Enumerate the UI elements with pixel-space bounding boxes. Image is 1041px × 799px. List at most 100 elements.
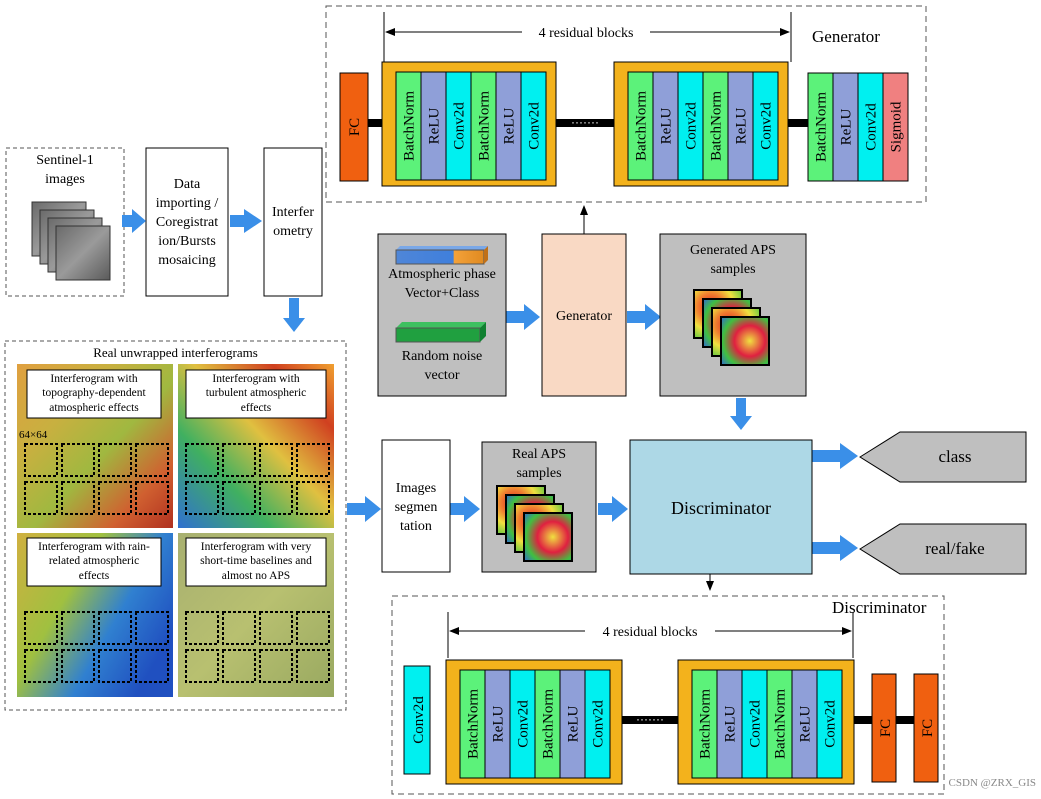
batchnorm-layer xyxy=(702,71,729,181)
patch-box xyxy=(98,481,132,515)
interferograms-panel xyxy=(4,340,347,711)
batchnorm-layer xyxy=(395,71,422,181)
patch-box xyxy=(24,649,58,683)
patch-box xyxy=(135,443,169,477)
conv2d-layer xyxy=(752,71,779,181)
relu-layer xyxy=(495,71,522,181)
residual-span-label: 4 residual blocks xyxy=(603,625,698,640)
conv2d-label: Conv2d xyxy=(823,700,839,748)
patch-box xyxy=(259,649,293,683)
relu-label: ReLU xyxy=(659,108,675,145)
relu-label: ReLU xyxy=(491,706,507,743)
discriminator-label: Discriminator xyxy=(671,498,771,518)
patch-box xyxy=(24,611,58,645)
svg-text:·······: ······· xyxy=(571,115,599,129)
generated-aps-label: Generated APS samples xyxy=(690,243,776,277)
batchnorm-label: BatchNorm xyxy=(466,689,482,759)
patch-box xyxy=(24,443,58,477)
realfake-output xyxy=(859,523,1027,575)
relu-label: ReLU xyxy=(839,109,855,146)
batchnorm-layer xyxy=(459,669,486,779)
random-noise-label: Random noise vector xyxy=(401,349,483,383)
realfake-label: real/fake xyxy=(925,539,985,558)
batchnorm-layer xyxy=(691,669,718,779)
relu-layer xyxy=(832,72,859,182)
generator-panel-border xyxy=(325,5,927,203)
conv2d-label: Conv2d xyxy=(516,700,532,748)
conv2d-label: Conv2d xyxy=(748,700,764,748)
patch-box xyxy=(222,481,256,515)
batchnorm-label: BatchNorm xyxy=(402,91,418,161)
fc-label: FC xyxy=(920,719,936,737)
patch-box xyxy=(185,611,219,645)
interferogram-caption-boxes xyxy=(26,369,327,587)
class-output xyxy=(859,431,1027,483)
connector xyxy=(556,119,614,127)
connector xyxy=(368,119,382,127)
patch-box xyxy=(61,443,95,477)
atmospheric-vector-label: Atmospheric phase Vector+Class xyxy=(388,267,496,301)
images-segmentation-label: Images segmen tation xyxy=(394,481,438,534)
conv2d-layer xyxy=(857,72,884,182)
patch-box xyxy=(259,481,293,515)
discriminator-panel-title: Discriminator xyxy=(832,598,927,617)
patch-box xyxy=(61,649,95,683)
patch-box xyxy=(98,611,132,645)
svg-text:·······: ······· xyxy=(636,712,664,726)
random-noise-bar xyxy=(395,322,486,343)
patch-box xyxy=(98,649,132,683)
conv2d-layer xyxy=(816,669,843,779)
fc-layer xyxy=(871,673,897,783)
watermark: CSDN @ZRX_GIS xyxy=(948,777,1036,789)
patch-box xyxy=(259,443,293,477)
discriminator-box xyxy=(629,439,813,575)
aps-sample-tile xyxy=(720,316,770,366)
patch-size-label: 64×64 xyxy=(19,429,48,441)
class-label: class xyxy=(938,447,972,466)
batchnorm-label: BatchNorm xyxy=(709,91,725,161)
relu-layer xyxy=(484,669,511,779)
atmospheric-vector-bar xyxy=(395,246,488,265)
conv2d-label: Conv2d xyxy=(684,102,700,150)
batchnorm-layer xyxy=(470,71,497,181)
interferogram-caption: Interferogram with topography-dependent … xyxy=(42,373,146,414)
discriminator-panel: Discriminator 4 residual blocks Conv2d B… xyxy=(391,595,945,795)
patch-box xyxy=(135,611,169,645)
fc-label: FC xyxy=(878,719,894,737)
batchnorm-layer xyxy=(807,72,834,182)
conv2d-label: Conv2d xyxy=(527,102,543,150)
real-aps-label: Real APS samples xyxy=(511,447,567,481)
relu-label: ReLU xyxy=(502,108,518,145)
relu-label: ReLU xyxy=(427,108,443,145)
discriminator-panel-border xyxy=(391,595,945,795)
batchnorm-label: BatchNorm xyxy=(773,689,789,759)
patch-box xyxy=(61,611,95,645)
relu-label: ReLU xyxy=(798,706,814,743)
relu-label: ReLU xyxy=(566,706,582,743)
patch-box xyxy=(222,649,256,683)
batchnorm-label: BatchNorm xyxy=(634,91,650,161)
conv2d-label: Conv2d xyxy=(759,102,775,150)
patch-box xyxy=(259,611,293,645)
sentinel-label: Sentinel-1 images xyxy=(36,153,94,187)
patch-box xyxy=(185,649,219,683)
data-importing-box xyxy=(145,147,229,297)
connector xyxy=(788,119,808,127)
generator-panel: Generator 4 residual blocks FC BatchNorm… xyxy=(325,5,927,203)
batchnorm-label: BatchNorm xyxy=(814,92,830,162)
conv2d-head-label: Conv2d xyxy=(411,696,427,744)
conv2d-label: Conv2d xyxy=(452,102,468,150)
conv2d-layer xyxy=(584,669,611,779)
conv2d-layer xyxy=(445,71,472,181)
sigmoid-layer xyxy=(882,72,909,182)
patch-box xyxy=(222,443,256,477)
patch-box xyxy=(296,611,330,645)
sigmoid-label: Sigmoid xyxy=(889,101,905,152)
relu-layer xyxy=(716,669,743,779)
patch-box xyxy=(135,481,169,515)
real-aps-stack xyxy=(496,485,573,562)
batchnorm-label: BatchNorm xyxy=(477,91,493,161)
conv2d-layer xyxy=(509,669,536,779)
